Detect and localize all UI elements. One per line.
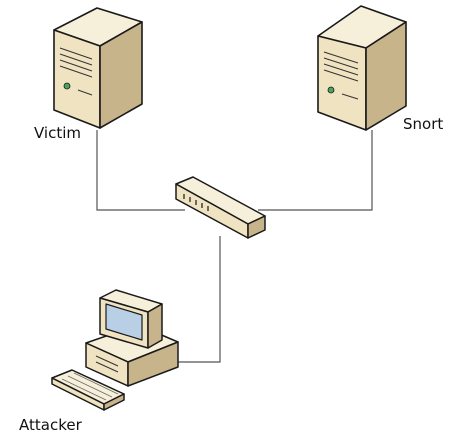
link-snort-switch	[258, 130, 373, 211]
link-victim-switch	[96, 130, 185, 211]
snort-server-icon	[317, 5, 407, 131]
victim-server-icon	[53, 7, 143, 129]
attacker-label: Attacker	[19, 416, 82, 434]
snort-label: Snort	[403, 115, 444, 133]
victim-label: Victim	[34, 124, 82, 142]
attacker-computer-icon	[51, 289, 179, 411]
connection-lines	[96, 130, 373, 363]
network-switch-icon	[175, 176, 266, 239]
link-attacker-switch	[178, 236, 221, 363]
